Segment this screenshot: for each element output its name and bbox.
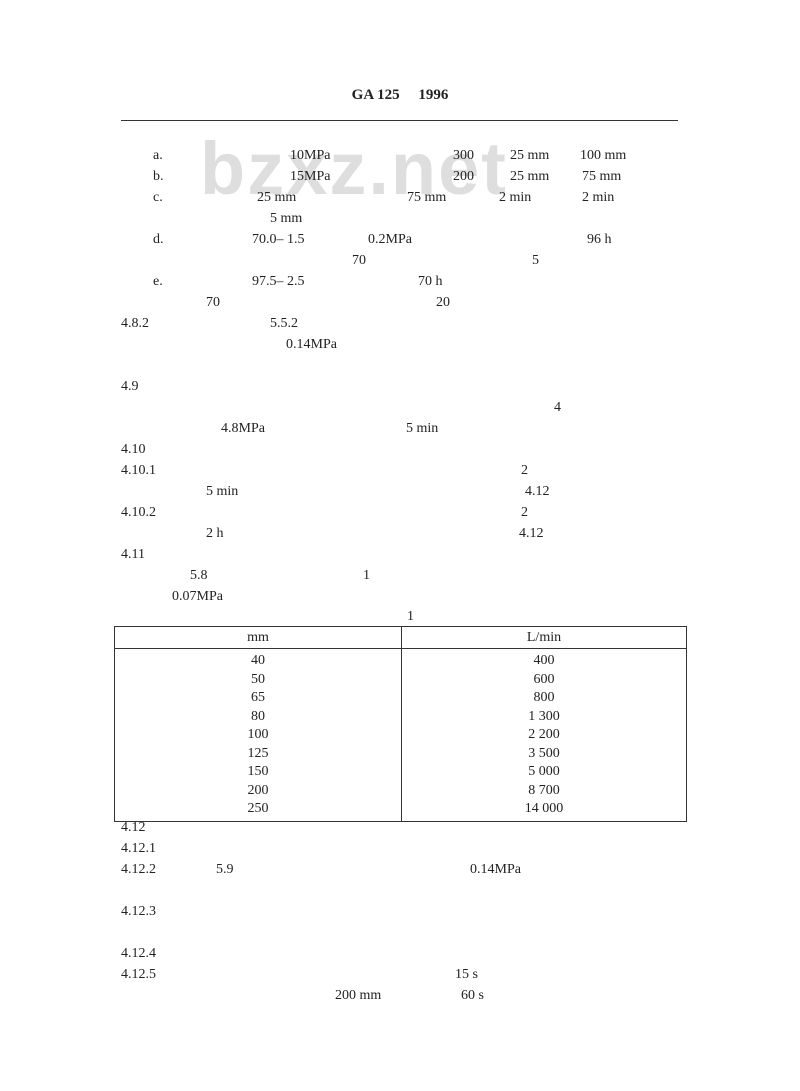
section-number: 4.10 [121,442,146,457]
section-number: 4.12.4 [121,946,156,961]
section-value: 5.8 [190,568,208,583]
section-number: 4.10.1 [121,463,156,478]
section-number: 4.11 [121,547,145,562]
section-value: 5.9 [216,862,234,877]
item-a-value: 10MPa [290,148,331,163]
section-value: 15 s [455,967,478,982]
document-header: GA 125 1996 [351,87,449,103]
item-d-value: 70 [352,253,366,268]
section-value: 0.14MPa [286,337,337,352]
table-cell: 65 [114,689,402,708]
table-header-cell: mm [114,626,402,649]
table-header-cell: L/min [401,626,687,649]
item-d-value: 0.2MPa [368,232,412,247]
table-row: 80 1 300 [114,707,687,726]
watermark: bzxz.net [200,127,508,210]
table-cell: 125 [114,744,402,763]
item-e-value: 97.5– 2.5 [252,274,305,289]
table-header-row: mm L/min [114,626,687,649]
table-cell: 80 [114,707,402,726]
table-row: 40 400 [114,648,687,671]
table-cell: 8 700 [528,782,560,798]
section-value: 4.12 [519,526,544,541]
table-row: 65 800 [114,689,687,708]
table-row: 100 2 200 [114,726,687,745]
section-number: 4.12 [121,820,146,835]
item-d-value: 96 h [587,232,612,247]
section-value: 4.12 [525,484,550,499]
section-value: 4.8MPa [221,421,265,436]
section-value: 0.14MPa [470,862,521,877]
table-cell: 100 [114,726,402,745]
section-number: 4.8.2 [121,316,149,331]
item-b-value: 25 mm [510,169,550,184]
table-cell: 250 [114,800,402,821]
table-cell: 800 [533,690,555,706]
item-d-label: d. [153,232,164,247]
section-value: 1 [363,568,370,583]
table-row: 250 14 000 [114,800,687,821]
section-value: 60 s [461,988,484,1003]
item-c-label: c. [153,190,163,205]
table-cell: 3 500 [528,745,560,761]
section-value: 4 [554,400,561,415]
table-row: 50 600 [114,670,687,689]
item-b-value: 15MPa [290,169,331,184]
table-cell: 14 000 [524,801,564,817]
item-a-value: 25 mm [510,148,550,163]
item-a-label: a. [153,148,163,163]
section-value: 5 min [206,484,239,499]
section-number: 4.12.3 [121,904,156,919]
section-value: 200 mm [335,988,382,1003]
table-cell: 150 [114,763,402,782]
item-c-value: 25 mm [257,190,297,205]
section-number: 4.12.5 [121,967,156,982]
item-d-value: 70.0– 1.5 [252,232,305,247]
item-a-value: 300 [453,148,474,163]
item-c-value: 2 min [582,190,615,205]
section-value: 2 [521,463,528,478]
table-cell: 400 [533,653,555,669]
table-cell: 600 [533,671,555,687]
section-number: 4.12.2 [121,862,156,877]
section-value: 0.07MPa [172,589,223,604]
table-number: 1 [407,609,414,624]
section-number: 4.12.1 [121,841,156,856]
item-b-label: b. [153,169,164,184]
table-row: 150 5 000 [114,763,687,782]
table-cell: 50 [114,670,402,689]
item-d-value: 5 [532,253,539,268]
section-value: 5.5.2 [270,316,298,331]
header-rule [121,120,678,121]
table-cell: 40 [114,648,402,671]
item-b-value: 200 [453,169,474,184]
item-e-label: e. [153,274,163,289]
table-cell: 2 200 [528,727,560,743]
section-number: 4.10.2 [121,505,156,520]
flow-table: mm L/min 40 400 50 600 65 800 80 1 300 100 2 … [114,626,687,822]
table-row: 125 3 500 [114,744,687,763]
item-c-value: 2 min [499,190,532,205]
table-cell: 1 300 [528,708,560,724]
section-value: 2 [521,505,528,520]
table-row: 200 8 700 [114,781,687,800]
item-a-value: 100 mm [580,148,627,163]
section-number: 4.9 [121,379,139,394]
section-value: 5 min [406,421,439,436]
item-e-value: 70 h [418,274,443,289]
item-e-value: 20 [436,295,450,310]
item-e-value: 70 [206,295,220,310]
table-cell: 200 [114,781,402,800]
item-c-value: 5 mm [270,211,303,226]
item-b-value: 75 mm [582,169,622,184]
table-cell: 5 000 [528,764,560,780]
item-c-value: 75 mm [407,190,447,205]
section-value: 2 h [206,526,224,541]
